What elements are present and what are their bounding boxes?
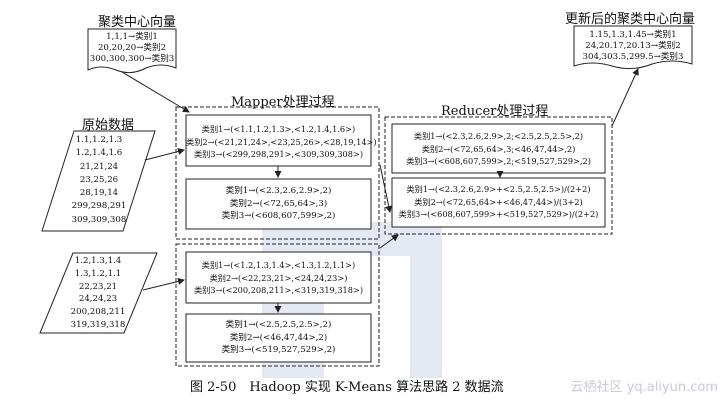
updated-center-row: 1.15,1.3,1.45→类别1 [589,30,677,40]
raw-data-row: 22,23,21 [78,281,118,292]
reducer-row: 类别2→(<72,65,64>+<46,47,44>)/(3+2) [414,196,583,207]
mapper-row: 类别3→(<608,607,599>,2) [221,211,336,221]
reducer-sum-box [391,177,606,228]
center-row: 300,300,300→类别3 [89,54,175,64]
figure-caption: 图 2-50 Hadoop 实现 K-Means 算法思路 2 数据流 [190,380,504,395]
reducer-row: 类别3→(<608,607,599>,2;<519,527,529>,2) [406,156,591,166]
mapper-2-combine-box [185,313,372,363]
mapper-1-container [175,106,380,240]
centers-list: 1,1,1→类别1 20,20,20→类别2 300,300,300→类别3 [88,32,176,65]
mapper-2-group-list: 类别1→(<1.2,1.3,1.4>,<1.3,1.2,1.1>) 类别2→(<… [186,259,371,297]
raw-data-row: 24,24,23 [78,294,118,305]
arrow-raw2-to-mapper2 [142,278,185,291]
mapper-1-combine-list: 类别1→(<2.3,2.6,2.9>,2) 类别2→(<72,65,64>,3)… [186,185,371,223]
reducer-row: 类别1→(<2.3,2.6,2.9>,2;<2.5,2.5,2.5>,2) [413,131,584,141]
raw-data-row: 1.1,1.2,1.3 [75,135,123,145]
raw-data-block-2-shape [39,252,158,334]
raw-data-row: 1.2,1.3,1.4 [74,256,122,266]
mapper-1-combine-box [185,178,372,230]
raw-data-row: 200,208,211 [70,307,126,318]
mapper-2-container [175,243,380,367]
centers-title: 聚类中心向量 [98,15,177,30]
updated-center-row: 24,20.17,20.13→类别2 [585,41,681,51]
reducer-group-box [391,123,606,174]
reducer-container [384,116,613,235]
center-row: 20,20,20→类别2 [97,43,167,53]
mapper-row: 类别1→(<2.3,2.6,2.9>,2) [225,186,332,196]
raw-data-title: 原始数据 [82,118,135,133]
centers-document-shape [87,28,177,74]
watermark: 云栖社区 yq.aliyun.com [570,380,718,395]
raw-data-row: 23,25,26 [79,174,119,185]
mapper-row: 类别2→(<46,47,44>,2) [229,332,328,343]
updated-center-row: 304,303.5,299.5→类别3 [582,52,684,62]
raw-data-row: 299,298,291 [71,201,127,212]
reducer-row: 类别2→(<72,65,64>,3;<46,47,44>,2) [421,143,576,154]
raw-data-row: 1.3,1.2,1.1 [74,268,122,279]
arrow-centers-to-mapper [121,71,190,113]
raw-data-row: 319,319,318 [70,319,126,330]
arrow-mapper1-to-reducer [379,164,393,213]
raw-data-row: 28,19,14 [79,188,119,199]
raw-data-block-2: 1.2,1.3,1.4 1.3,1.2,1.1 22,23,21 24,24,2… [58,255,138,332]
updated-centers-list: 1.15,1.3,1.45→类别1 24,20.17,20.13→类别2 304… [574,30,692,63]
reducer-row: 类别3→(<608,607,599>+<519,527,529>)/(2+2) [398,209,599,219]
mapper-row: 类别2→(<22,23,21>,<24,24,23>) [209,272,348,283]
mapper-1-group-list: 类别1→(<1.1,1.2,1.3>,<1.2,1.4,1.6>) 类别2→(<… [186,123,377,161]
mapper-row: 类别3→(<299,298,291>,<309,309,308>) [193,149,364,159]
raw-data-row: 309,309,308 [71,214,127,225]
reducer-group-list: 类别1→(<2.3,2.6,2.9>,2;<2.5,2.5,2.5>,2) 类别… [392,130,605,168]
reducer-title: Reducer处理过程 [441,104,549,119]
center-row: 1,1,1→类别1 [106,32,158,42]
reducer-row: 类别1→(<2.3,2.6,2.9>+<2.5,2.5,2.5>)/(2+2) [406,184,591,194]
arrow-raw1-to-mapper1 [144,148,185,161]
mapper-title: Mapper处理过程 [231,95,335,110]
mapper-row: 类别1→(<1.1,1.2,1.3>,<1.2,1.4,1.6>) [201,124,356,134]
raw-data-row: 1.2,1.4,1.6 [75,148,123,159]
mapper-row: 类别1→(<1.2,1.3,1.4>,<1.3,1.2,1.1>) [201,260,356,270]
arrow-reducer-to-updated-centers [611,68,639,127]
raw-data-block-1-shape [41,130,156,232]
mapper-row: 类别2→(<21,21,24>,<23,25,26>,<28,19,14>) [186,136,377,147]
mapper-2-combine-list: 类别1→(<2.5,2.5,2.5>,2) 类别2→(<46,47,44>,2)… [186,319,371,357]
mapper-row: 类别3→(<200,208,211>,<319,319,318>) [193,285,364,295]
reducer-sum-list: 类别1→(<2.3,2.6,2.9>+<2.5,2.5,2.5>)/(2+2) … [392,183,605,221]
mapper-1-group-box [185,114,372,167]
arrow-mapper2-to-reducer [379,234,399,249]
raw-data-row: 21,21,24 [79,161,119,172]
raw-data-block-1: 1.1,1.2,1.3 1.2,1.4,1.6 21,21,24 23,25,2… [60,134,138,227]
mapper-row: 类别2→(<72,65,64>,3) [229,198,328,209]
updated-centers-title: 更新后的聚类中心向量 [565,12,696,27]
mapper-row: 类别1→(<2.5,2.5,2.5>,2) [225,320,332,330]
mapper-row: 类别3→(<519,527,529>,2) [221,345,336,355]
mapper-2-group-box [185,251,372,304]
